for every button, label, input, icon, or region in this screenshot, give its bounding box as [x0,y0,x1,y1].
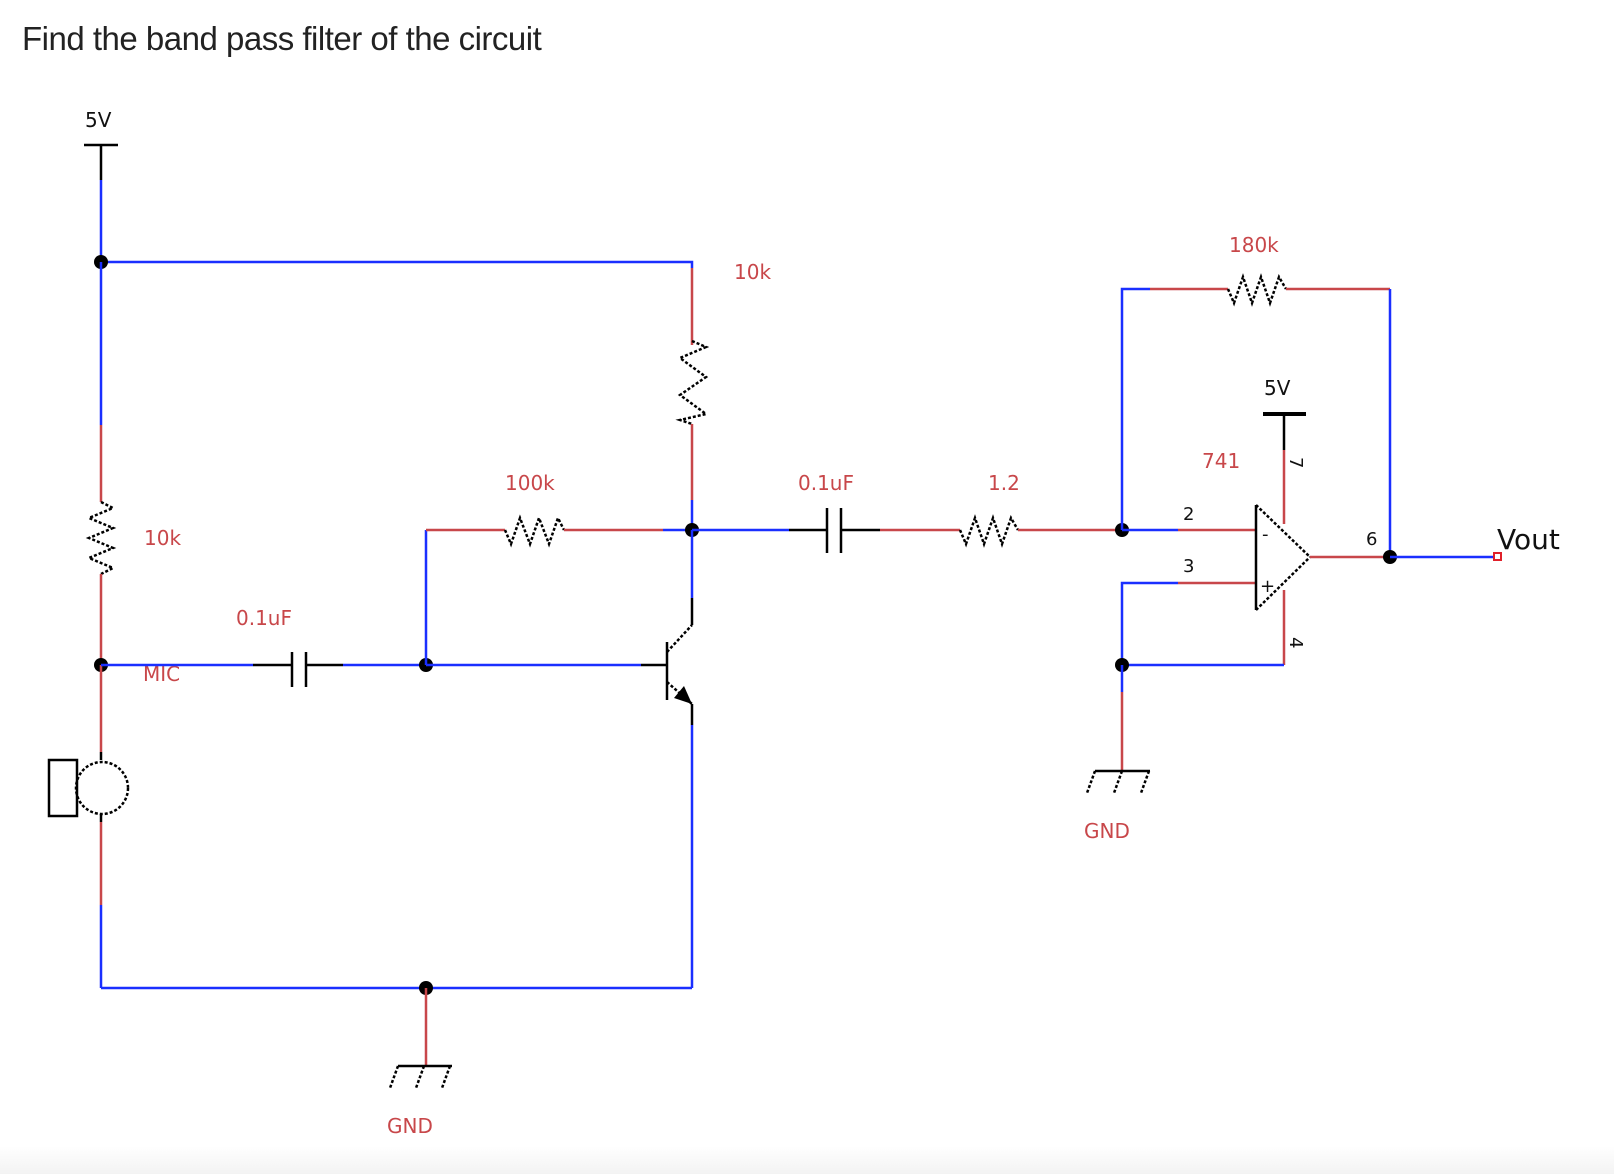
resistor-label-r-feedback: 180k [1229,233,1279,257]
wire [101,260,694,268]
capacitor-label-c-input: 0.1uF [236,606,292,630]
supply-label-main: 5V [85,108,112,132]
npn-transistor-icon [665,598,694,725]
resistor-label-r-base: 100k [505,471,555,495]
wire [1120,287,1150,530]
ground-icon [388,1064,452,1089]
capacitor-icon [290,652,308,687]
resistor-icon [675,339,710,426]
resistor-label-r-bias: 10k [144,526,181,550]
vcc-supply-icon [1263,412,1306,450]
wire [1120,581,1178,665]
resistor-icon [1226,273,1288,307]
ground-label-left: GND [387,1114,433,1138]
opamp-noninverting-sign: + [1260,576,1275,597]
output-terminal-icon [1493,552,1502,561]
opamp-model-label: 741 [1202,449,1240,473]
capacitor-icon [825,508,843,553]
opamp-pin-4-label: 4 [1285,637,1306,648]
opamp-pin-7-label: 7 [1285,457,1306,468]
page-footer-fade [0,1146,1614,1174]
opamp-icon [1254,504,1311,611]
opamp-pin-6-label: 6 [1366,529,1377,550]
resistor-icon [85,500,117,576]
resistor-icon [958,514,1020,548]
vcc-supply-icon [84,143,118,180]
ground-icon [1085,769,1151,794]
question-title: Find the band pass filter of the circuit [22,20,542,57]
output-label: Vout [1497,523,1560,556]
opamp-pin-3-label: 3 [1183,556,1194,577]
capacitor-label-c-coupling: 0.1uF [798,471,854,495]
microphone-icon [47,752,130,822]
resistor-icon [503,514,566,548]
resistor-label-r-collector: 10k [734,260,771,284]
resistor-label-r-input: 1.2 [988,471,1020,495]
opamp-pin-2-label: 2 [1183,504,1194,525]
supply-label-opamp: 5V [1264,376,1291,400]
ground-label-right: GND [1084,819,1130,843]
opamp-inverting-sign: - [1262,524,1269,545]
